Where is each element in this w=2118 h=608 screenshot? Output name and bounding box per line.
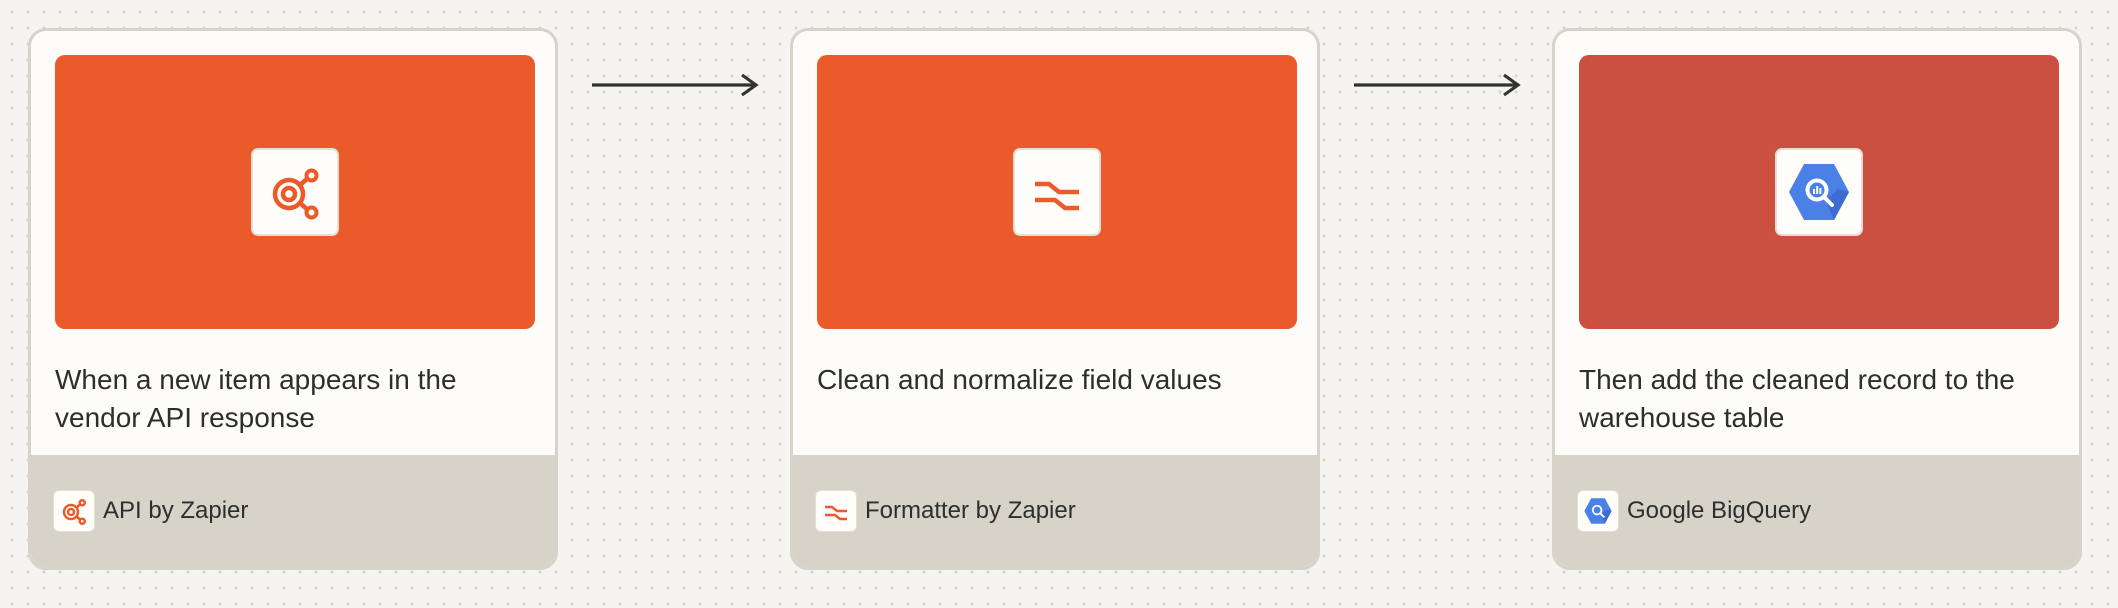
step-app-footer: Formatter by Zapier [793, 455, 1317, 567]
step-card-bigquery[interactable]: Then add the cleaned record to the wareh… [1552, 28, 2082, 570]
step-app-footer: API by Zapier [31, 455, 555, 567]
step-card-formatter[interactable]: Clean and normalize field values Formatt… [790, 28, 1320, 570]
step-title: When a new item appears in the vendor AP… [55, 364, 457, 433]
step-banner [817, 55, 1297, 329]
step-app-footer: Google BigQuery [1555, 455, 2079, 567]
app-small-icon-tile [1577, 490, 1619, 532]
app-name: API by Zapier [103, 497, 249, 524]
app-small-icon-tile [53, 490, 95, 532]
formatter-icon [825, 505, 847, 521]
api-webhook-icon [62, 499, 86, 525]
app-icon-tile [1775, 148, 1863, 236]
app-name: Google BigQuery [1627, 497, 1812, 524]
step-card-api[interactable]: When a new item appears in the vendor AP… [28, 28, 558, 570]
app-name: Formatter by Zapier [865, 497, 1076, 524]
bigquery-icon [1789, 164, 1849, 220]
step-title: Clean and normalize field values [817, 364, 1222, 395]
app-icon-tile [251, 148, 339, 236]
step-banner [1579, 55, 2059, 329]
app-icon-tile [1013, 148, 1101, 236]
app-small-icon-tile [815, 490, 857, 532]
api-webhook-icon [272, 168, 319, 220]
formatter-icon [1035, 181, 1079, 211]
step-banner [55, 55, 535, 329]
step-title: Then add the cleaned record to the wareh… [1579, 364, 2015, 433]
connector-arrow [592, 73, 759, 97]
bigquery-icon [1584, 498, 1612, 524]
connector-arrow [1354, 73, 1521, 97]
